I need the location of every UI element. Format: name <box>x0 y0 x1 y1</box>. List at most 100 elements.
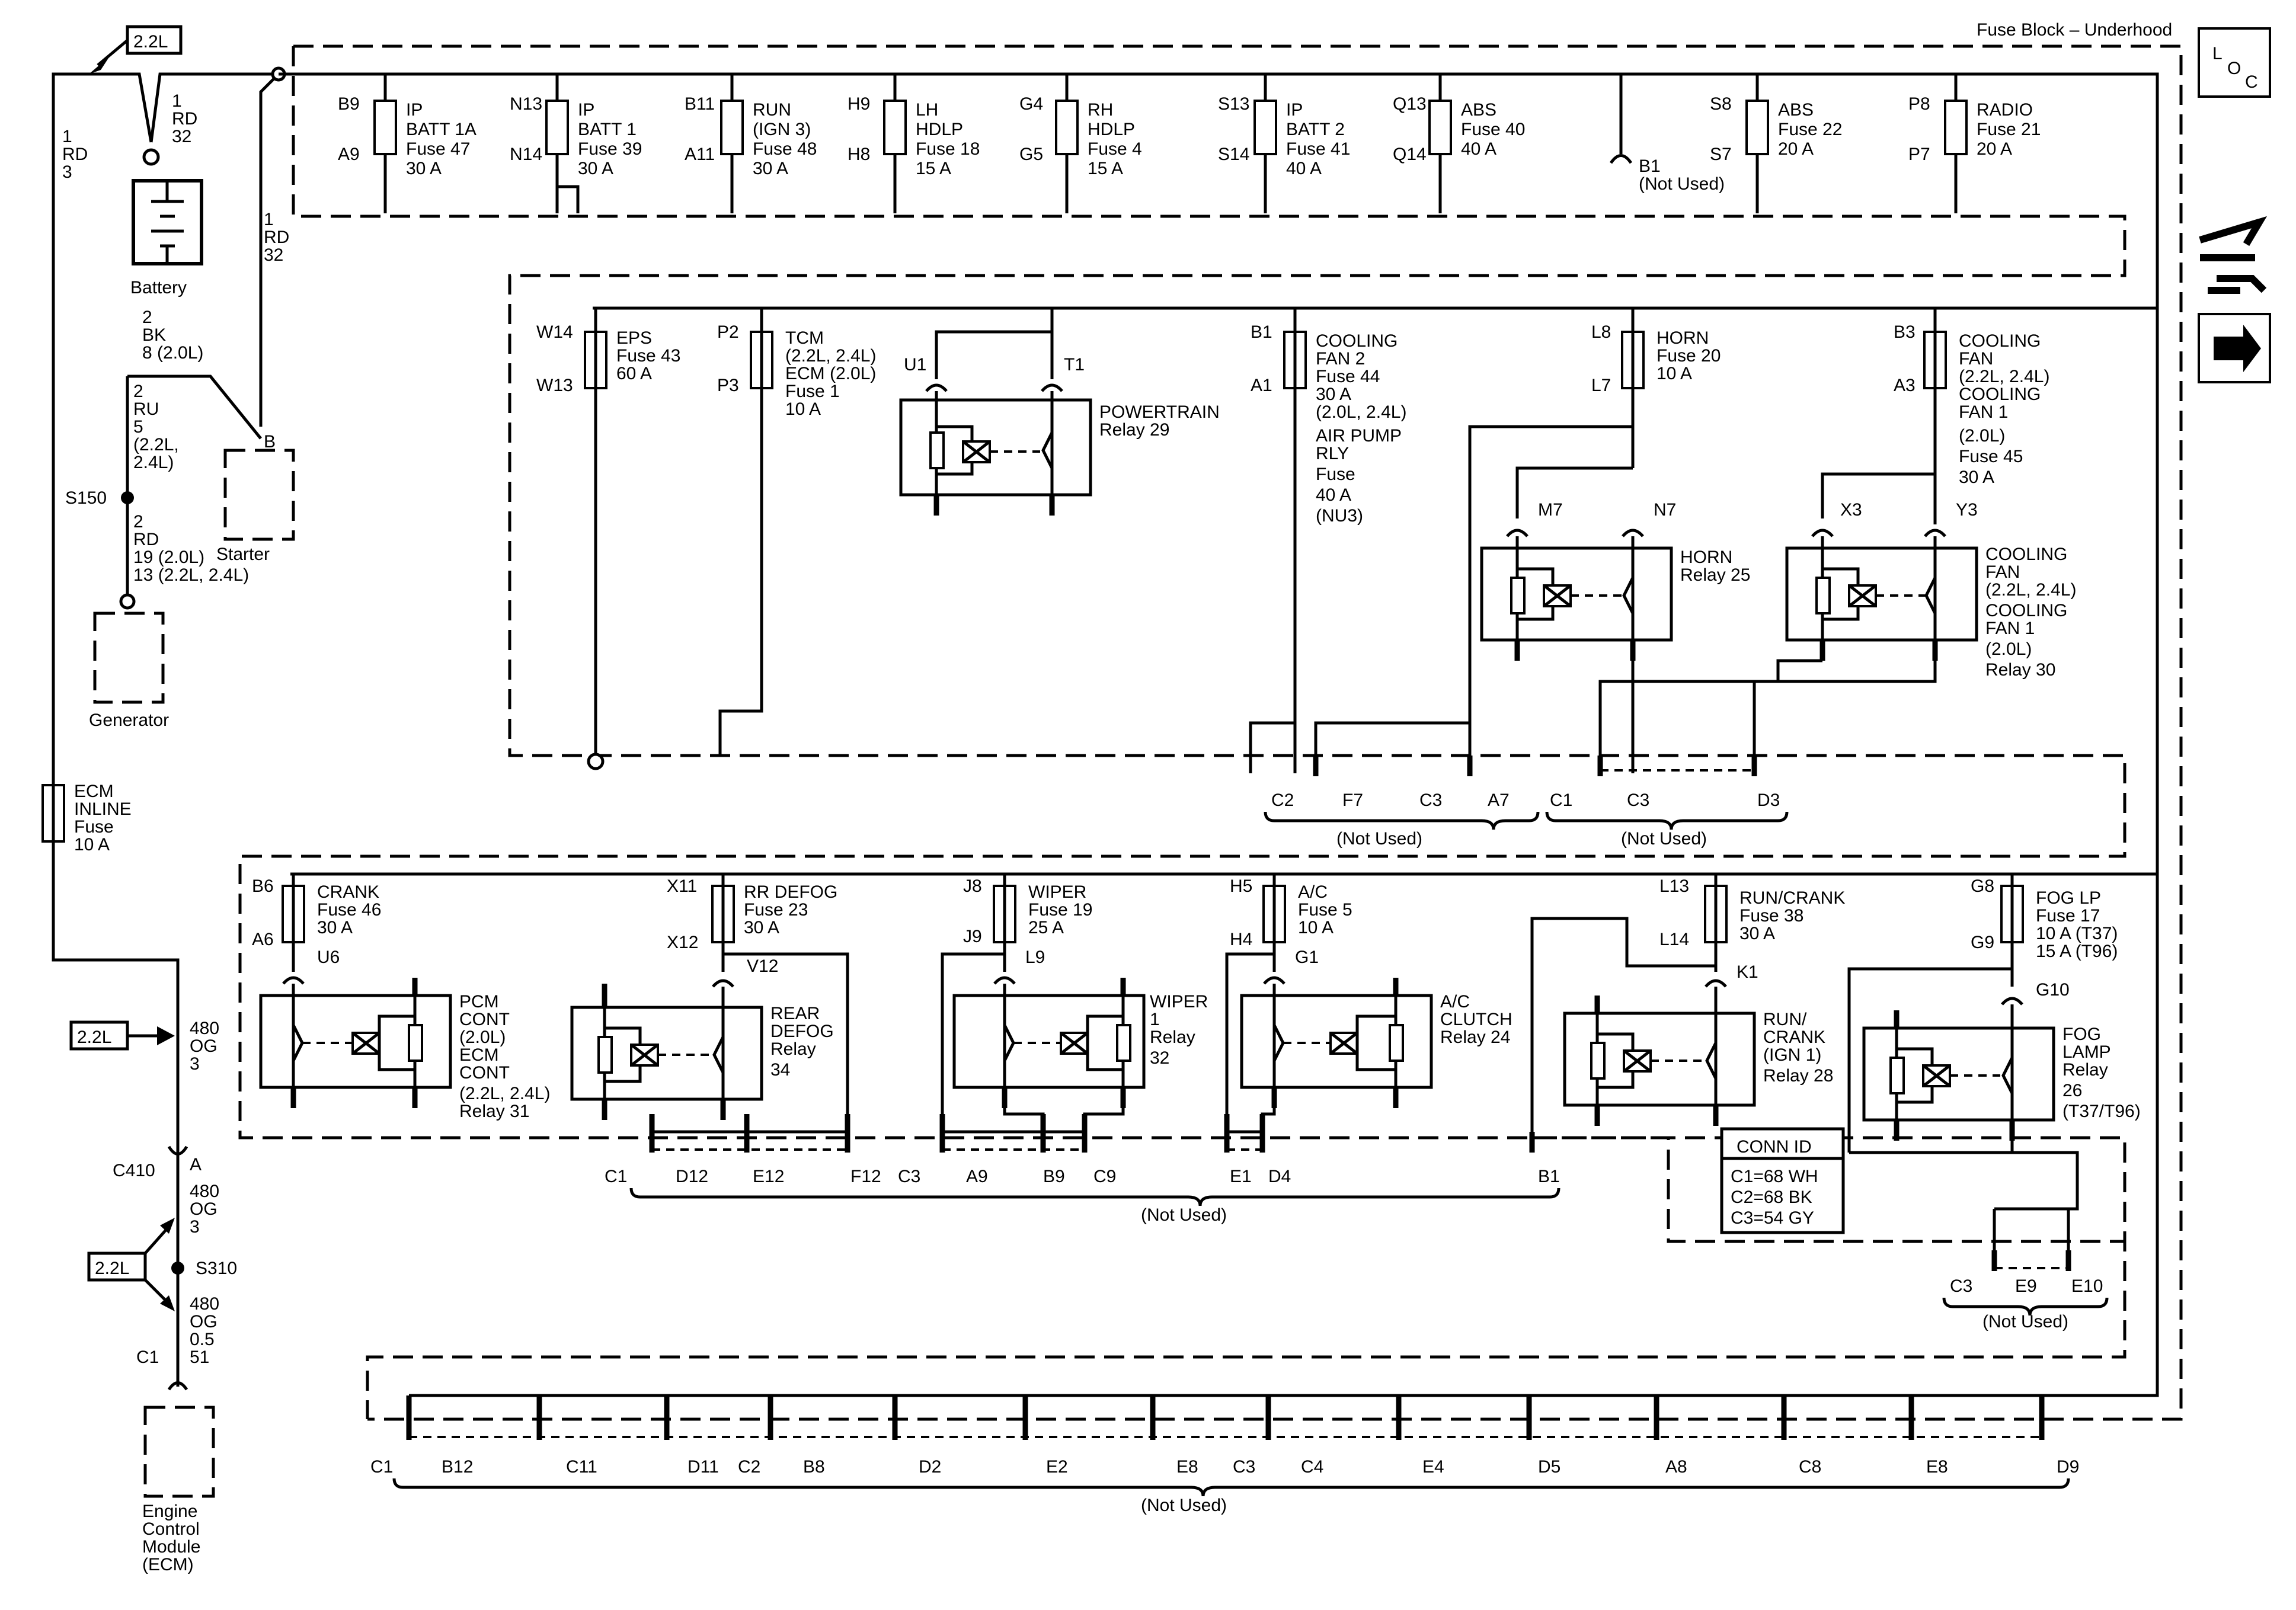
wire-og3a-label: 480 OG 3 <box>190 1019 219 1074</box>
svg-text:(NU3): (NU3) <box>1316 506 1363 526</box>
svg-text:1: 1 <box>1150 1010 1160 1029</box>
svg-text:COOLING: COOLING <box>1985 545 2067 564</box>
eps-pin-out: W13 <box>536 376 573 395</box>
svg-text:BATT 1A: BATT 1A <box>406 120 477 139</box>
svg-text:E9: E9 <box>2015 1276 2037 1296</box>
svg-text:RH: RH <box>1088 100 1113 120</box>
wire-og3b-label: 480 OG 3 <box>190 1182 219 1237</box>
svg-text:FAN 1: FAN 1 <box>1959 402 2008 422</box>
svg-text:60 A: 60 A <box>616 364 652 383</box>
svg-text:HDLP: HDLP <box>916 120 963 139</box>
wiper-relay-pin-l9: L9 <box>1025 948 1045 967</box>
svg-text:B11: B11 <box>685 94 715 114</box>
svg-text:FAN: FAN <box>1985 562 2020 582</box>
svg-text:25 A: 25 A <box>1028 918 1064 937</box>
ac-pin-out: H4 <box>1230 930 1252 949</box>
svg-text:1: 1 <box>62 127 72 146</box>
svg-text:Fuse 39: Fuse 39 <box>578 139 642 159</box>
svg-text:C1=68 WH: C1=68 WH <box>1731 1167 1818 1186</box>
svg-text:40 A: 40 A <box>1461 139 1496 159</box>
svg-text:Fuse 44: Fuse 44 <box>1316 367 1380 386</box>
svg-text:C3: C3 <box>1950 1276 1972 1296</box>
tcm-label: TCM (2.2L, 2.4L) ECM (2.0L) Fuse 1 10 A <box>785 328 876 419</box>
wire-rd32-label: 1 RD 32 <box>172 91 197 146</box>
c410-label: C410 <box>113 1161 155 1180</box>
svg-text:Module: Module <box>142 1537 200 1557</box>
splice-s310: S310 <box>196 1259 237 1278</box>
svg-text:10 A: 10 A <box>1298 918 1334 937</box>
svg-text:5: 5 <box>133 417 143 437</box>
svg-text:HORN: HORN <box>1657 328 1709 348</box>
fuse-block-title: Fuse Block – Underhood <box>1977 20 2172 40</box>
cool-pin-in: B3 <box>1894 322 1916 342</box>
svg-text:BATT 1: BATT 1 <box>578 120 637 139</box>
svg-text:(IGN 1): (IGN 1) <box>1763 1045 1821 1065</box>
svg-text:20 A: 20 A <box>1778 139 1814 159</box>
fog-fuse-label: FOG LP Fuse 17 10 A (T37) 15 A (T96) <box>2036 888 2118 961</box>
svg-text:C1: C1 <box>1550 790 1572 810</box>
svg-text:A/C: A/C <box>1440 992 1470 1012</box>
svg-text:Relay 30: Relay 30 <box>1985 660 2055 680</box>
svg-text:2.4L): 2.4L) <box>133 453 174 472</box>
svg-text:C2: C2 <box>1271 790 1294 810</box>
svg-text:RUN: RUN <box>753 100 791 120</box>
svg-text:E12: E12 <box>753 1167 784 1186</box>
svg-text:15 A: 15 A <box>1088 159 1123 178</box>
svg-text:CRANK: CRANK <box>317 882 379 902</box>
bottom-pin-6: D2 <box>919 1457 941 1477</box>
svg-text:Fuse: Fuse <box>74 817 114 837</box>
svg-text:WIPER: WIPER <box>1150 992 1208 1012</box>
svg-text:Relay 24: Relay 24 <box>1440 1028 1510 1047</box>
svg-text:RD: RD <box>264 228 289 247</box>
wiper-relay <box>952 976 1146 1108</box>
wire-rd3 <box>52 72 153 960</box>
bottom-pin-15: E8 <box>1926 1457 1948 1477</box>
svg-text:OG: OG <box>190 1312 218 1331</box>
svg-text:H8: H8 <box>848 145 870 164</box>
generator-box <box>93 612 165 704</box>
svg-text:O: O <box>2227 59 2241 78</box>
run-crank-relay-label: RUN/ CRANK (IGN 1) Relay 28 <box>1763 1010 1833 1086</box>
svg-text:2: 2 <box>133 512 143 532</box>
svg-text:RADIO: RADIO <box>1977 100 2033 120</box>
svg-text:B1: B1 <box>1538 1167 1560 1186</box>
svg-text:480: 480 <box>190 1019 219 1038</box>
svg-text:COOLING: COOLING <box>1959 331 2041 351</box>
svg-text:Relay 25: Relay 25 <box>1680 565 1750 585</box>
svg-text:FAN 2: FAN 2 <box>1316 349 1365 369</box>
cooling-fan-relay <box>1785 474 1978 661</box>
svg-text:2.2L: 2.2L <box>95 1259 129 1278</box>
battery-label: Battery <box>130 278 187 297</box>
horn-fuse-label: HORN Fuse 20 10 A <box>1657 328 1721 383</box>
fog-not-used: (Not Used) <box>1982 1312 2068 1331</box>
svg-text:(IGN 3): (IGN 3) <box>753 120 811 139</box>
svg-text:Q13: Q13 <box>1393 94 1427 114</box>
svg-text:0.5: 0.5 <box>190 1330 215 1349</box>
engine-tag-lower: 2.2L <box>87 1218 175 1311</box>
svg-text:F12: F12 <box>850 1167 881 1186</box>
tcm-pin-out: P3 <box>717 376 739 395</box>
svg-text:D12: D12 <box>676 1167 708 1186</box>
svg-text:(ECM): (ECM) <box>142 1555 194 1574</box>
wiper-fuse-label: WIPER Fuse 19 25 A <box>1028 882 1092 937</box>
svg-text:Fuse 45: Fuse 45 <box>1959 447 2023 466</box>
svg-text:Fuse 20: Fuse 20 <box>1657 346 1721 366</box>
svg-text:S13: S13 <box>1218 94 1249 114</box>
svg-text:OG: OG <box>190 1036 218 1056</box>
runcrank-pin-out: L14 <box>1659 930 1689 949</box>
svg-text:G4: G4 <box>1019 94 1043 114</box>
ecm-box <box>143 1406 215 1498</box>
svg-text:Fuse 48: Fuse 48 <box>753 139 817 159</box>
crank-pin-out: A6 <box>252 930 274 949</box>
wiper-pin-out: J9 <box>963 927 982 946</box>
loc-icon[interactable]: L O C <box>2198 27 2271 98</box>
connector-swap-icon[interactable] <box>2199 216 2268 294</box>
svg-text:OG: OG <box>190 1199 218 1219</box>
svg-text:RD: RD <box>133 530 159 549</box>
next-arrow-icon[interactable] <box>2198 313 2271 383</box>
svg-text:51: 51 <box>190 1347 209 1367</box>
svg-text:CONT: CONT <box>459 1063 510 1083</box>
cooling-fan-relay-label: COOLING FAN (2.2L, 2.4L) COOLING FAN 1 (… <box>1985 545 2076 680</box>
svg-text:ECM (2.0L): ECM (2.0L) <box>785 364 876 383</box>
